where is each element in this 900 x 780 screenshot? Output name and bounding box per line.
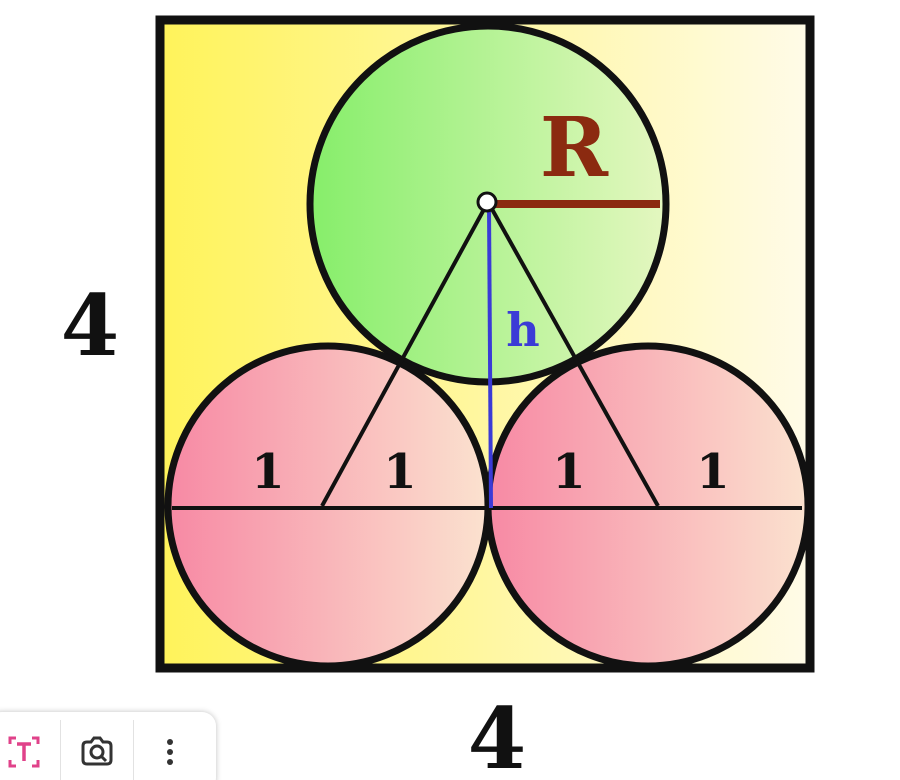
triangle-left-side (320, 201, 490, 507)
segment-label-2: 1 (383, 444, 416, 500)
radius-label: R (540, 100, 609, 196)
segment-label-3: 1 (552, 444, 585, 500)
lens-button[interactable] (61, 720, 134, 780)
segment-label-4: 1 (696, 444, 729, 500)
top-circle-center (476, 191, 498, 213)
lens-icon (81, 736, 113, 766)
image-toolbar (0, 712, 216, 780)
text-recognition-button[interactable] (0, 720, 61, 780)
square-outline (155, 15, 815, 673)
square-side-bottom-label: 4 (468, 689, 526, 780)
more-options-button[interactable] (134, 720, 206, 780)
segment-label-1: 1 (251, 444, 284, 500)
height-label: h (506, 303, 539, 357)
more-options-icon (167, 739, 173, 765)
square-side-left-label: 4 (61, 276, 119, 375)
triangle-right-side (486, 201, 660, 507)
height-line (487, 205, 493, 509)
text-recognition-icon (8, 736, 40, 768)
